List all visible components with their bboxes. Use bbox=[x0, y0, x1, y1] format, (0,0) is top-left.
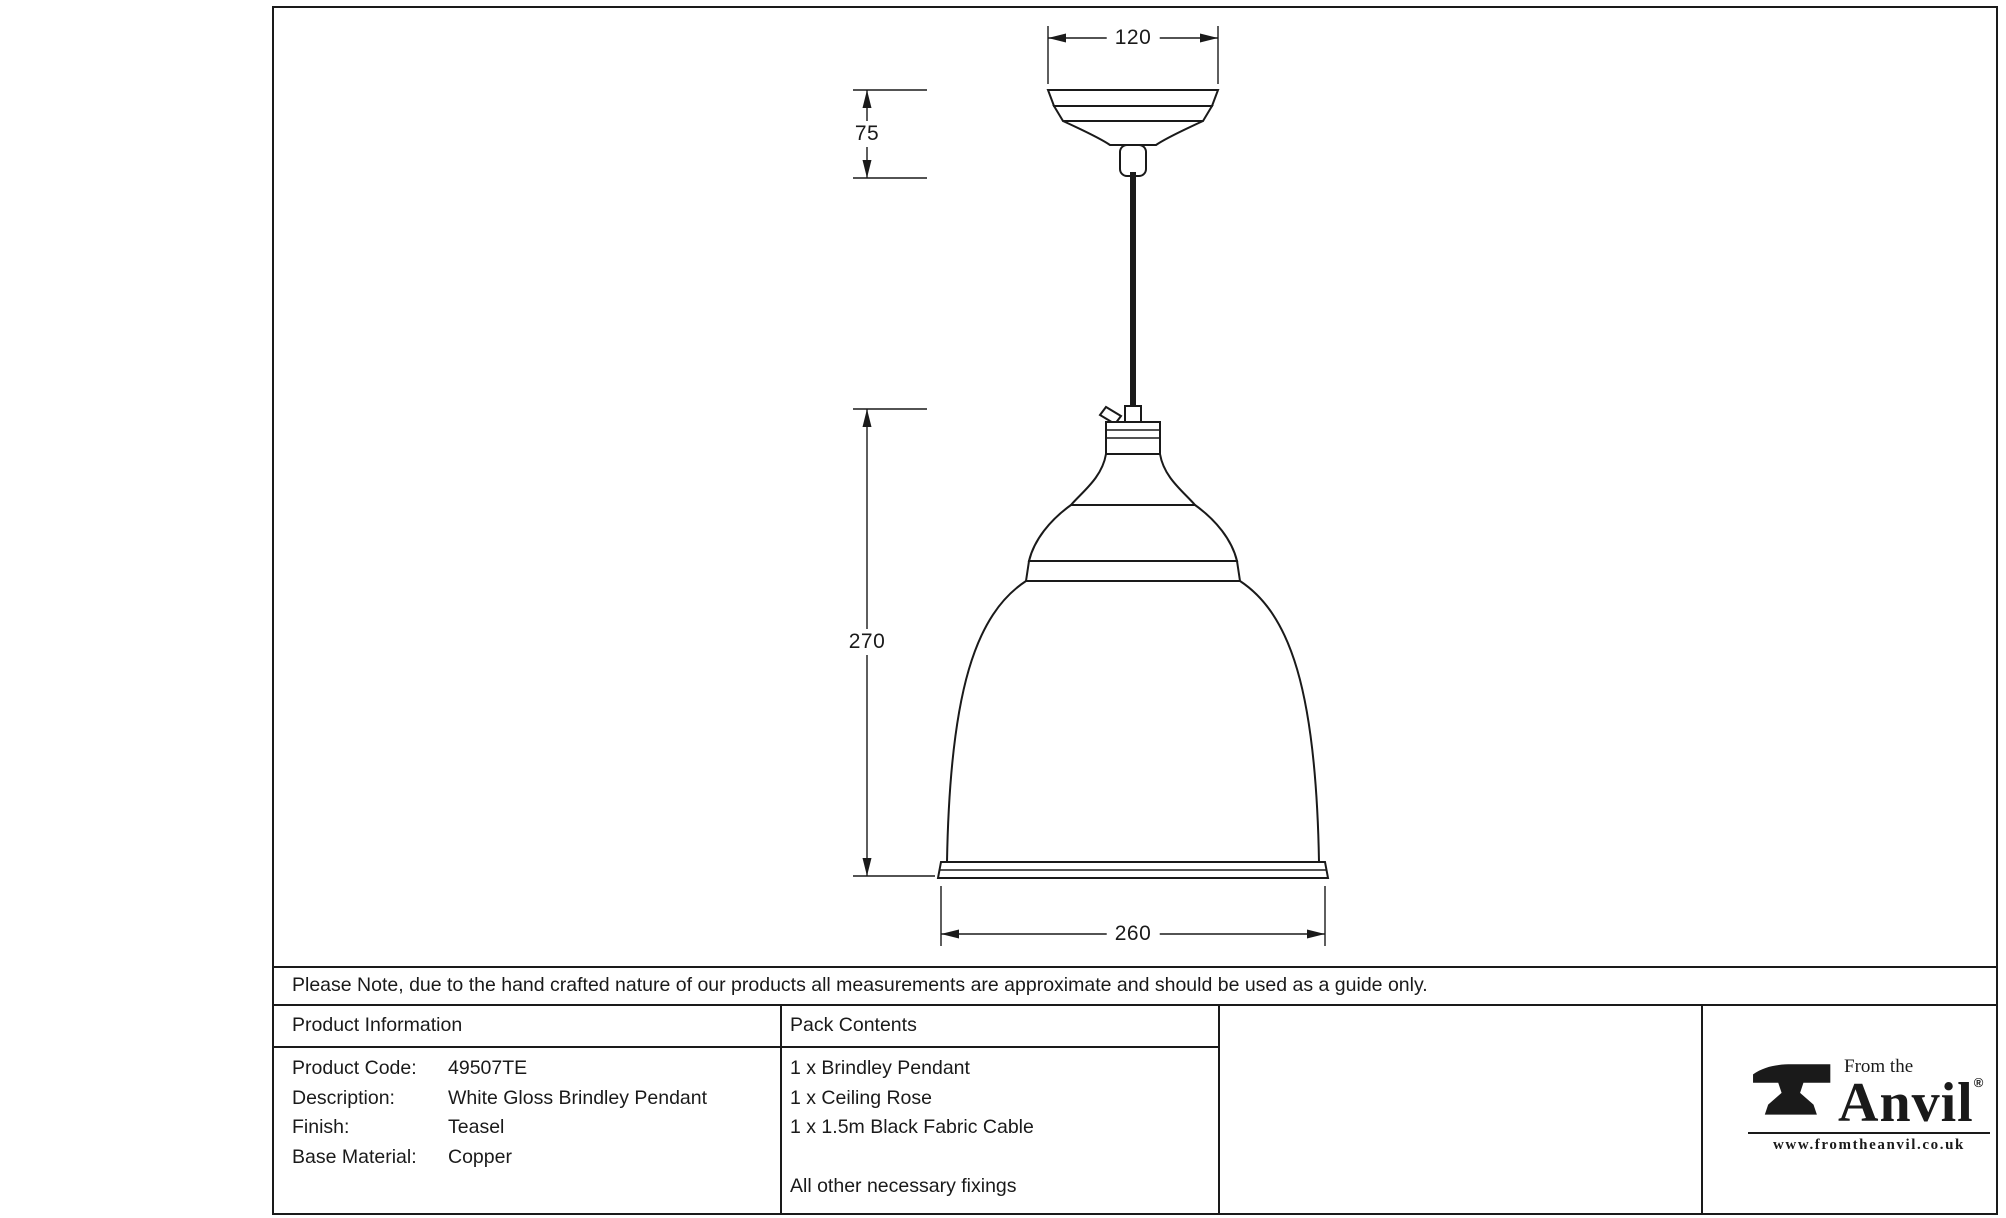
lamp-holder bbox=[1068, 405, 1198, 506]
measurement-note: Please Note, due to the hand crafted nat… bbox=[292, 973, 1428, 996]
anvil-icon bbox=[1753, 1064, 1831, 1115]
product-code-label: Product Code: bbox=[292, 1057, 417, 1080]
dimension-label-rose-width: 120 bbox=[1106, 25, 1160, 51]
drawing-border bbox=[272, 6, 1998, 1215]
pack-contents-footer: All other necessary fixings bbox=[790, 1175, 1017, 1198]
column-divider-3 bbox=[1701, 1004, 1703, 1215]
table-row: Base Material: Copper bbox=[292, 1143, 762, 1173]
list-item: 1 x Ceiling Rose bbox=[790, 1086, 932, 1109]
finish-value: Teasel bbox=[448, 1116, 505, 1139]
list-item: 1 x Brindley Pendant bbox=[790, 1057, 970, 1080]
table-row: Description: White Gloss Brindley Pendan… bbox=[292, 1084, 762, 1114]
pendant-technical-drawing bbox=[853, 26, 1330, 946]
logo-url: www.fromtheanvil.co.uk bbox=[1772, 1136, 1965, 1153]
description-label: Description: bbox=[292, 1086, 395, 1109]
logo-row: From the Anvil® bbox=[1748, 1056, 1990, 1131]
logo-name: Anvil® bbox=[1838, 1072, 1984, 1134]
pack-contents-list: 1 x Brindley Pendant 1 x Ceiling Rose 1 … bbox=[790, 1054, 1200, 1143]
base-material-label: Base Material: bbox=[292, 1145, 417, 1168]
note-row-bottom-border bbox=[272, 1004, 1998, 1006]
table-row: Product Code: 49507TE bbox=[292, 1054, 762, 1084]
from-the-anvil-logo: From the Anvil® www.fromtheanvil.co.uk bbox=[1748, 1056, 1990, 1154]
pendant-shade bbox=[936, 504, 1330, 879]
ceiling-rose bbox=[1046, 89, 1220, 177]
logo-divider bbox=[1748, 1131, 1990, 1134]
table-row: Finish: Teasel bbox=[292, 1113, 762, 1143]
finish-label: Finish: bbox=[292, 1116, 350, 1139]
dimension-arrowheads bbox=[862, 33, 1325, 939]
dimension-label-shade-width: 260 bbox=[1106, 921, 1160, 947]
logo-name-text: Anvil bbox=[1838, 1072, 1974, 1134]
note-row-top-border bbox=[272, 966, 1998, 968]
product-information-header: Product Information bbox=[292, 1013, 463, 1036]
logo-text: From the Anvil® bbox=[1838, 1056, 1984, 1131]
product-code-value: 49507TE bbox=[448, 1057, 528, 1080]
dimension-label-shade-height: 270 bbox=[840, 629, 894, 655]
list-item: 1 x 1.5m Black Fabric Cable bbox=[790, 1116, 1034, 1139]
column-divider-1 bbox=[780, 1004, 782, 1215]
header-row-bottom-border bbox=[272, 1046, 1218, 1048]
column-divider-2 bbox=[1218, 1004, 1220, 1215]
pack-contents-header: Pack Contents bbox=[790, 1013, 917, 1036]
dimension-label-rose-height: 75 bbox=[846, 121, 888, 147]
logo-tagline: From the bbox=[1844, 1056, 1914, 1077]
description-value: White Gloss Brindley Pendant bbox=[448, 1086, 708, 1109]
product-information-table: Product Code: 49507TE Description: White… bbox=[292, 1054, 762, 1172]
registered-trademark-icon: ® bbox=[1973, 1075, 1985, 1090]
base-material-value: Copper bbox=[448, 1145, 512, 1168]
